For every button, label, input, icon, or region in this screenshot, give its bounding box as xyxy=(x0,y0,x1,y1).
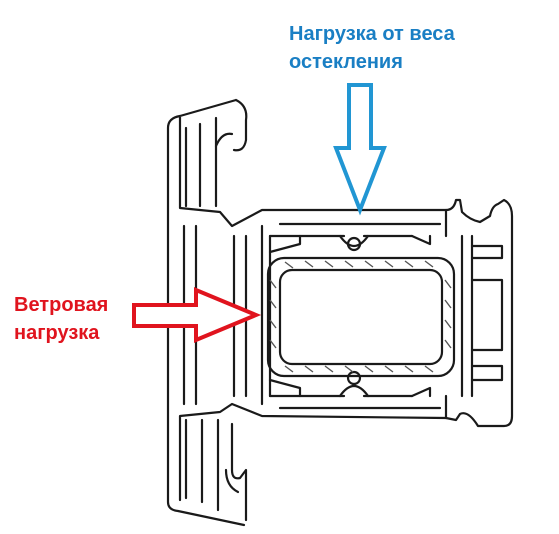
bottom-screw-hole xyxy=(346,370,362,386)
wind-load-arrow xyxy=(132,287,262,343)
wind-load-label-line1: Ветровая xyxy=(14,294,108,316)
wind-load-label-line2: нагрузка xyxy=(14,322,100,344)
reinforcement-hatching xyxy=(269,260,452,373)
glazing-load-arrow xyxy=(333,83,387,216)
glazing-load-label-line2: остекления xyxy=(289,51,403,73)
steel-reinforcement xyxy=(266,256,456,378)
glazing-load-label-line1: Нагрузка от веса xyxy=(289,23,456,45)
profile-outer-contour xyxy=(166,98,514,527)
